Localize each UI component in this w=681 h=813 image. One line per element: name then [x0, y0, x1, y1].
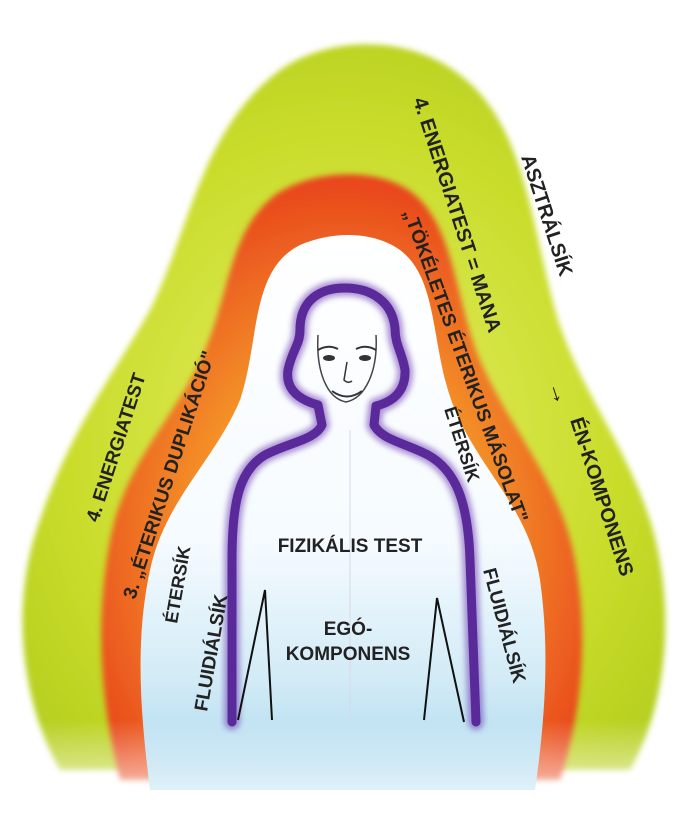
right-eye	[359, 355, 371, 361]
label-ego-line1: EGÓ-	[324, 618, 373, 640]
label-fizikalis-test: FIZIKÁLIS TEST	[278, 535, 423, 557]
left-eye	[323, 355, 335, 361]
label-ego-line2: KOMPONENS	[286, 644, 411, 665]
